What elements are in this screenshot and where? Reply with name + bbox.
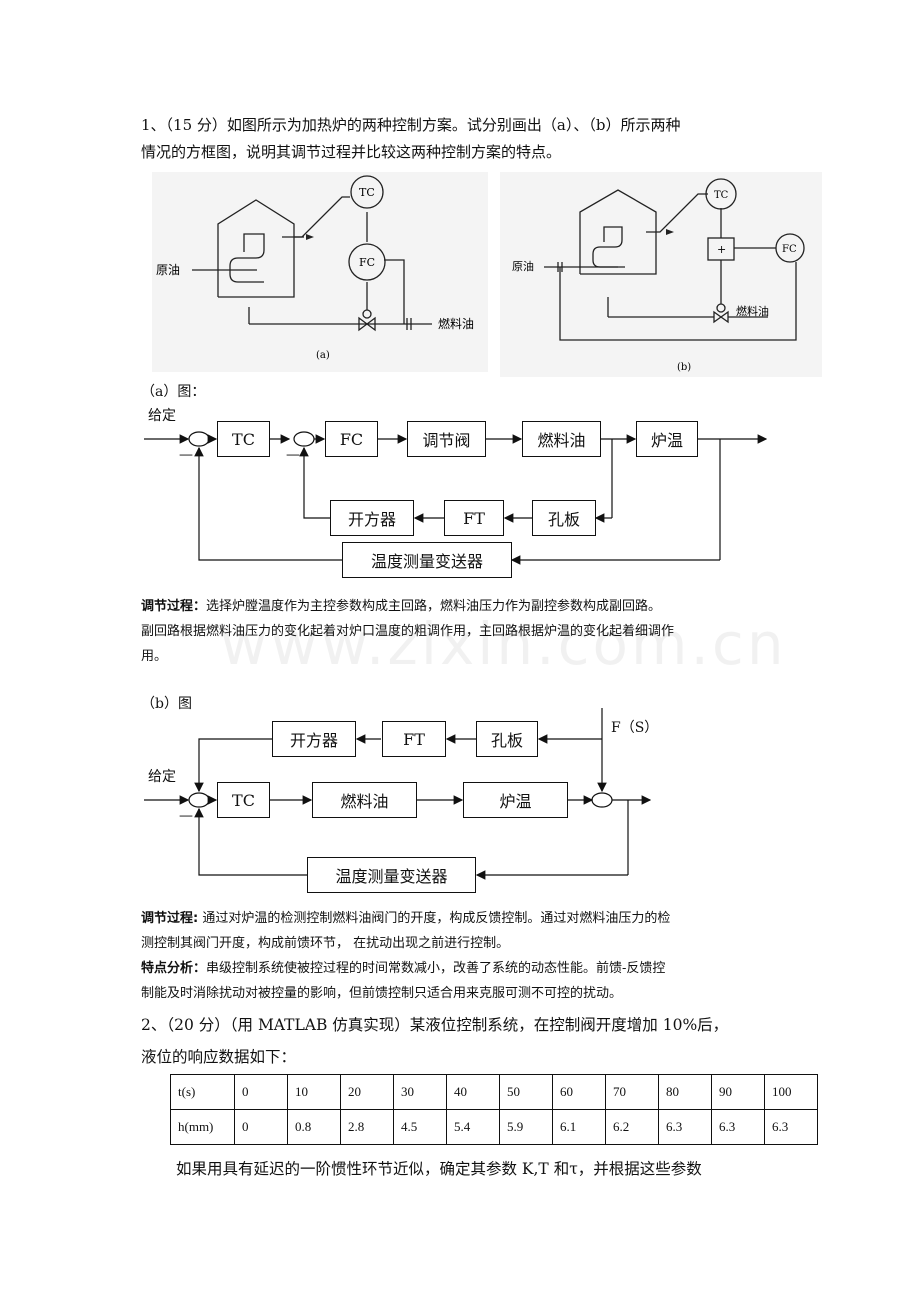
table-cell: 30 <box>393 1074 447 1110</box>
text-a-body1: 选择炉膛温度作为主控参数构成主回路，燃料油压力作为副控参数构成副回路。 <box>206 599 662 614</box>
fig-b-crude-oil: 原油 <box>512 259 534 273</box>
table-cell: 0.8 <box>287 1109 341 1145</box>
fig-b-fc: FC <box>782 244 797 255</box>
fig-b-plus: + <box>717 243 726 256</box>
text-a-label: 调节过程： <box>141 599 207 614</box>
q1-line2: 情况的方框图，说明其调节过程并比较这两种控制方案的特点。 <box>141 143 562 161</box>
text-b-body1: 通过对炉温的检测控制燃料油阀门的开度，构成反馈控制。通过对燃料油压力的检 <box>198 911 671 926</box>
diagram-b-heading: （b）图 <box>141 696 192 712</box>
text-b-line2: 测控制其阀门开度，构成前馈环节， 在扰动出现之前进行控制。 <box>141 936 510 951</box>
block-b-orifice: 孔板 <box>476 721 538 757</box>
fig-b-fuel-oil: 燃料油 <box>736 304 769 318</box>
table-cell: 100 <box>764 1074 818 1110</box>
text-a-line3: 用。 <box>141 649 168 664</box>
block-b-fuel: 燃料油 <box>312 782 417 818</box>
q1-line1: 1、（15 分）如图所示为加热炉的两种控制方案。试分别画出（a）、（b）所示两种 <box>141 116 681 134</box>
table-cell: 6.1 <box>552 1109 606 1145</box>
table-cell: 5.9 <box>499 1109 553 1145</box>
text-a-line2: 副回路根据燃料油压力的变化起着对炉口温度的粗调作用，主回路根据炉温的变化起着细调… <box>141 624 675 639</box>
figure-b: 原油 TC + FC 燃料油 (b) <box>500 172 822 377</box>
table-cell: t(s) <box>170 1074 235 1110</box>
q2-line3: 如果用具有延迟的一阶惯性环节近似，确定其参数 K,T 和τ，并根据这些参数 <box>176 1160 702 1178</box>
features-line1: 特点分析：串级控制系统使被控过程的时间常数减小，改善了系统的动态性能。前馈-反馈… <box>141 956 665 981</box>
response-table: t(s) 0 10 20 30 40 50 60 70 80 90 100 h(… <box>170 1074 818 1145</box>
block-b-sqrt: 开方器 <box>272 721 356 757</box>
watermark: www.zixin.com.cn <box>220 610 787 678</box>
table-cell: 90 <box>711 1074 765 1110</box>
table-cell: h(mm) <box>170 1109 235 1145</box>
block-b-tc: TC <box>217 782 270 818</box>
block-a-orifice: 孔板 <box>532 500 596 536</box>
table-cell: 50 <box>499 1074 553 1110</box>
table-cell: 20 <box>340 1074 394 1110</box>
table-row: t(s) 0 10 20 30 40 50 60 70 80 90 100 <box>170 1074 818 1110</box>
table-cell: 5.4 <box>446 1109 500 1145</box>
features-body1: 串级控制系统使被控过程的时间常数减小，改善了系统的动态性能。前馈-反馈控 <box>206 961 666 976</box>
diagram-b-setpoint: 给定 <box>148 769 176 785</box>
fig-b-caption: (b) <box>677 362 691 373</box>
table-cell: 6.3 <box>711 1109 765 1145</box>
block-a-sqrt: 开方器 <box>330 500 414 536</box>
figure-a: 原油 TC FC 燃料油 (a) <box>152 172 488 372</box>
block-b-ft: FT <box>382 721 446 757</box>
table-cell: 40 <box>446 1074 500 1110</box>
table-cell: 70 <box>605 1074 659 1110</box>
fig-a-tc: TC <box>359 186 375 199</box>
diagram-a-minus-1: — <box>179 447 193 463</box>
block-b-transmitter: 温度测量变送器 <box>307 857 476 893</box>
block-b-furnace: 炉温 <box>463 782 568 818</box>
table-cell: 0 <box>234 1074 288 1110</box>
diagram-b-disturbance: F（S） <box>611 720 659 736</box>
diagram-b-minus: — <box>179 808 193 824</box>
text-b-line1: 调节过程: 通过对炉温的检测控制燃料油阀门的开度，构成反馈控制。通过对燃料油压力… <box>141 906 670 931</box>
block-a-transmitter: 温度测量变送器 <box>342 542 512 578</box>
table-row: h(mm) 0 0.8 2.8 4.5 5.4 5.9 6.1 6.2 6.3 … <box>170 1109 818 1145</box>
fig-a-caption: (a) <box>316 350 330 361</box>
block-a-fc: FC <box>325 421 378 457</box>
table-cell: 60 <box>552 1074 606 1110</box>
block-a-tc: TC <box>217 421 270 457</box>
block-a-fuel: 燃料油 <box>522 421 601 457</box>
block-a-valve: 调节阀 <box>407 421 486 457</box>
fig-b-tc: TC <box>714 190 729 201</box>
table-cell: 6.3 <box>764 1109 818 1145</box>
diagram-a-lines <box>144 431 768 565</box>
table-cell: 0 <box>234 1109 288 1145</box>
block-a-ft: FT <box>444 500 504 536</box>
table-cell: 6.3 <box>658 1109 712 1145</box>
block-a-furnace: 炉温 <box>636 421 698 457</box>
q2-line2: 液位的响应数据如下： <box>141 1048 297 1066</box>
diagram-a-minus-2: — <box>286 447 300 463</box>
table-cell: 2.8 <box>340 1109 394 1145</box>
fig-a-fuel-oil: 燃料油 <box>438 316 474 331</box>
table-cell: 6.2 <box>605 1109 659 1145</box>
diagram-b-lines <box>144 708 652 880</box>
table-cell: 80 <box>658 1074 712 1110</box>
features-line2: 制能及时消除扰动对被控量的影响，但前馈控制只适合用来克服可测不可控的扰动。 <box>141 986 623 1001</box>
text-b-label: 调节过程: <box>141 911 199 926</box>
table-cell: 10 <box>287 1074 341 1110</box>
q2-line1: 2、（20 分）（用 MATLAB 仿真实现）某液位控制系统，在控制阀开度增加 … <box>141 1016 729 1034</box>
fig-a-crude-oil: 原油 <box>156 263 180 277</box>
diagram-a-setpoint: 给定 <box>148 408 176 424</box>
figure-a-drawing: 原油 TC FC 燃料油 (a) <box>156 175 474 361</box>
features-label: 特点分析： <box>141 961 207 976</box>
figure-b-drawing: 原油 TC + FC 燃料油 (b) <box>512 178 805 373</box>
fig-a-fc: FC <box>359 256 375 269</box>
text-a-line1: 调节过程：选择炉膛温度作为主控参数构成主回路，燃料油压力作为副控参数构成副回路。 <box>141 594 661 619</box>
table-cell: 4.5 <box>393 1109 447 1145</box>
diagram-a-heading: （a）图： <box>141 384 206 400</box>
